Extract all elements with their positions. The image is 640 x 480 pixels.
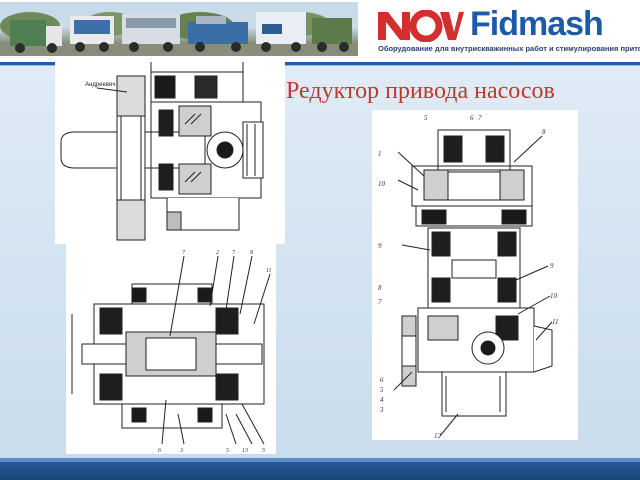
- drawing-label: 9: [378, 242, 382, 250]
- drawing-label: 7: [378, 298, 382, 306]
- drawing-label: 3: [179, 448, 183, 454]
- trucks-photo: [0, 2, 358, 58]
- drawing-label: 5: [262, 448, 265, 454]
- drawing-label: 5: [380, 386, 384, 394]
- drawing-label: 4: [380, 396, 384, 404]
- drawing-label: 10: [378, 180, 386, 188]
- header-divider: [0, 62, 640, 65]
- drawing-label: 1: [378, 150, 382, 158]
- drawing-label: 11: [552, 318, 558, 326]
- drawing-label: 11: [266, 268, 272, 274]
- drawing-label: 2: [216, 250, 219, 256]
- drawing-label: 6: [158, 448, 161, 454]
- drawing-label: 9: [550, 262, 554, 270]
- header-divider-thin: [0, 65, 640, 66]
- footer-bar: [0, 458, 640, 480]
- drawing-label: 5: [424, 114, 428, 122]
- nov-logo: [378, 10, 464, 42]
- drawing-callout: Андреевич: [85, 82, 116, 88]
- slide-title: Редуктор привода насосов: [286, 78, 555, 104]
- pump-drive-section-drawing: 5 6 7 8 1 10 9 9 8 7 10 11 6 5 4 3 12: [378, 114, 558, 440]
- drawing-label: 8: [378, 284, 382, 292]
- drawing-top-left: Андреевич: [55, 62, 285, 244]
- header-photo-strip: [0, 2, 358, 58]
- drawing-right: 5 6 7 8 1 10 9 9 8 7 10 11 6 5 4 3 12: [372, 110, 578, 440]
- drawing-label: 12: [434, 432, 442, 440]
- footer-bar-highlight: [0, 458, 640, 462]
- fidmash-logo: Fidmash: [470, 5, 604, 43]
- drawing-label: 7: [182, 250, 186, 256]
- company-tagline: Оборудование для внутрискважинных работ …: [378, 44, 640, 53]
- drawing-bottom-left: 7 2 7 8 11 6 3 5 13 5: [66, 244, 276, 454]
- drawing-label: 3: [379, 406, 384, 414]
- drawing-label: 7: [232, 250, 236, 256]
- gearbox-section-drawing: Андреевич: [60, 62, 264, 241]
- drawing-label: 8: [250, 250, 253, 256]
- drawing-label: 6: [470, 114, 474, 122]
- drawing-label: 13: [242, 448, 248, 454]
- header-banner: Fidmash Оборудование для внутрискважинны…: [0, 0, 640, 62]
- drawing-label: 7: [478, 114, 482, 122]
- drawing-label: 6: [380, 376, 384, 384]
- drawing-label: 8: [542, 128, 546, 136]
- gear-pair-section-drawing: 7 2 7 8 11 6 3 5 13 5: [71, 250, 272, 454]
- drawing-label: 10: [550, 292, 558, 300]
- drawing-label: 5: [226, 448, 229, 454]
